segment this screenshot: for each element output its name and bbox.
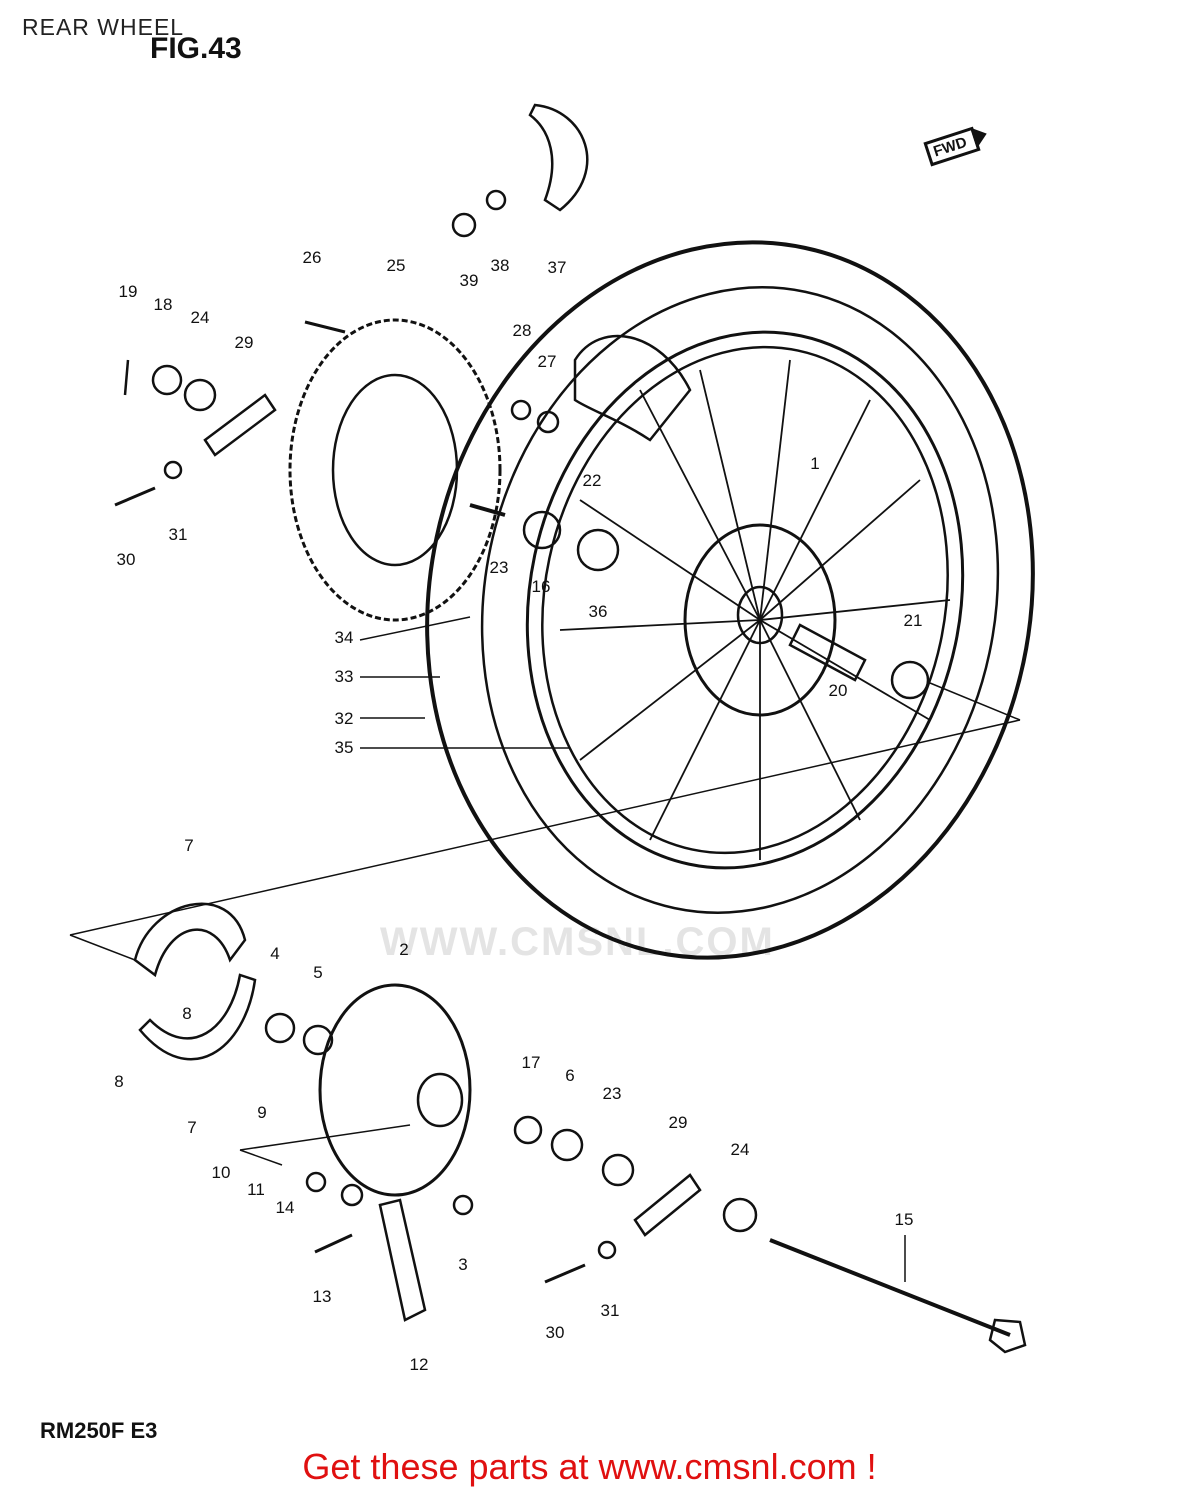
bolt-30-upper	[114, 486, 156, 507]
collar-4	[264, 1012, 296, 1044]
bolt-30-lower	[544, 1263, 586, 1284]
bearing-16	[522, 510, 562, 550]
washer-17	[513, 1115, 543, 1145]
model-code: RM250F E3	[40, 1418, 158, 1443]
parts-store-link[interactable]: Get these parts at www.cmsnl.com !	[302, 1446, 877, 1487]
washer-6	[550, 1128, 584, 1162]
callout-17: 17	[521, 1053, 541, 1072]
washer-38	[485, 189, 507, 211]
nut-31-lower	[597, 1240, 617, 1260]
callout-31: 31	[600, 1301, 620, 1320]
page-title: REAR WHEEL	[22, 14, 185, 40]
callout-8: 8	[114, 1072, 124, 1091]
rim-band	[573, 334, 692, 442]
sprocket-center	[331, 373, 459, 567]
callout-21: 21	[903, 611, 923, 630]
spacer-23	[601, 1153, 635, 1187]
washer-28	[510, 399, 532, 421]
callout-7: 7	[184, 836, 194, 855]
callout-10: 10	[211, 1163, 231, 1182]
callout-22: 22	[582, 471, 602, 490]
axle-nut-left	[183, 378, 217, 412]
callout-4: 4	[270, 944, 280, 963]
callout-8: 8	[182, 1004, 192, 1023]
axle-head	[988, 1318, 1027, 1354]
nut-31-upper	[163, 460, 183, 480]
chain-adjuster-right	[633, 1173, 702, 1237]
cotter-pin	[123, 359, 130, 396]
callout-34: 34	[334, 628, 354, 647]
callout-23: 23	[489, 558, 509, 577]
callout-1: 1	[810, 454, 820, 473]
callout-9: 9	[257, 1103, 267, 1122]
callout-26: 26	[302, 248, 322, 267]
callout-31: 31	[168, 525, 188, 544]
brake-panel-boss	[416, 1072, 464, 1128]
nut-39	[451, 212, 477, 238]
callout-29: 29	[668, 1113, 688, 1132]
axle-collar	[788, 623, 867, 682]
callout-29: 29	[234, 333, 254, 352]
callout-24: 24	[190, 308, 210, 327]
callout-5: 5	[313, 963, 323, 982]
callout-20: 20	[828, 681, 848, 700]
callout-14: 14	[275, 1198, 295, 1217]
brake-cam-lever	[378, 1198, 427, 1322]
callout-24: 24	[730, 1140, 750, 1159]
washer-11	[305, 1171, 327, 1193]
bolt-13	[314, 1233, 353, 1254]
callout-36: 36	[588, 602, 608, 621]
callout-16: 16	[531, 577, 551, 596]
rear-axle	[769, 1238, 1011, 1337]
callout-18: 18	[153, 295, 173, 314]
castle-nut	[151, 364, 183, 396]
callout-2: 2	[399, 940, 409, 959]
callout-6: 6	[565, 1066, 575, 1085]
brake-shoe-upper	[133, 902, 247, 978]
callout-35: 35	[334, 738, 354, 757]
bearing-21	[890, 660, 930, 700]
callout-28: 28	[512, 321, 532, 340]
figure-number: FIG.43	[150, 32, 242, 65]
seal-14	[340, 1183, 364, 1207]
callout-13: 13	[312, 1287, 332, 1306]
callout-27: 27	[537, 352, 557, 371]
axle-nut-right	[722, 1197, 758, 1233]
bolt-26	[304, 320, 346, 334]
callout-25: 25	[386, 256, 406, 275]
callout-12: 12	[409, 1355, 429, 1374]
callout-33: 33	[334, 667, 354, 686]
callout-30: 30	[545, 1323, 565, 1342]
rear-tire	[425, 240, 1035, 960]
callout-39: 39	[459, 271, 479, 290]
rear-sprocket	[288, 318, 502, 622]
brake-shoe-lower	[138, 973, 257, 1061]
callout-23: 23	[602, 1084, 622, 1103]
callout-11: 11	[247, 1180, 265, 1199]
callout-32: 32	[334, 709, 354, 728]
callout-15: 15	[894, 1210, 914, 1229]
leader-lines	[69, 616, 1021, 1282]
callout-30: 30	[116, 550, 136, 569]
nut-3	[452, 1194, 474, 1216]
spacer-23-upper	[469, 503, 506, 517]
rim-inner	[541, 345, 949, 855]
tire-inner-wall	[480, 286, 1000, 914]
callout-37: 37	[547, 258, 567, 277]
spokes	[559, 359, 951, 860]
chain-adjuster-left	[203, 393, 277, 457]
callout-7: 7	[187, 1118, 197, 1137]
bearing-22	[576, 528, 620, 572]
nut-27	[536, 410, 560, 434]
callout-3: 3	[458, 1255, 468, 1274]
callout-38: 38	[490, 256, 510, 275]
washer-5	[302, 1024, 334, 1056]
brake-panel	[318, 983, 472, 1197]
rim	[525, 330, 965, 870]
callout-19: 19	[118, 282, 138, 301]
guard-plate	[528, 103, 589, 212]
